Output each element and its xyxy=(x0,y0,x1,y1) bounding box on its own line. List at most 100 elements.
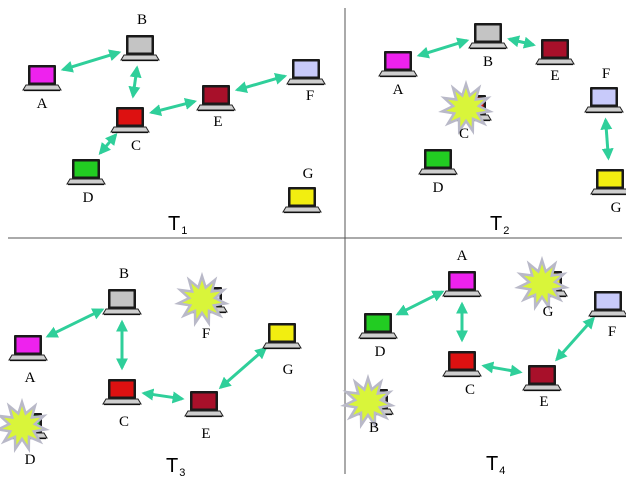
node-g: G xyxy=(590,169,626,216)
node-d: D xyxy=(66,159,106,206)
node-label: A xyxy=(25,370,36,386)
failure-burst-icon xyxy=(0,397,50,453)
panel-title-letter: T xyxy=(490,213,502,235)
laptop-screen xyxy=(366,315,390,331)
laptop-icon xyxy=(184,391,224,418)
laptop-screen xyxy=(128,37,152,53)
laptop-screen xyxy=(16,337,40,353)
laptop-icon xyxy=(535,39,575,66)
laptop-screen xyxy=(596,293,620,309)
node-label: B xyxy=(369,420,379,436)
node-c: C xyxy=(442,351,482,398)
laptop-screen xyxy=(543,41,567,57)
node-g: G xyxy=(514,255,570,320)
laptop-screen xyxy=(192,393,216,409)
node-label: A xyxy=(37,96,48,112)
link-c-e xyxy=(148,98,198,116)
node-label: B xyxy=(137,12,147,28)
link-group xyxy=(45,308,268,404)
laptop-screen xyxy=(30,67,54,83)
link-d-a xyxy=(395,290,445,316)
node-label: E xyxy=(201,426,210,442)
node-label: A xyxy=(393,82,404,98)
node-label: D xyxy=(375,344,386,360)
laptop-icon xyxy=(588,291,626,318)
failure-burst-icon xyxy=(340,373,396,429)
link-a-b xyxy=(416,37,470,59)
node-label: G xyxy=(543,304,554,320)
node-a: A xyxy=(378,51,418,98)
node-a: A xyxy=(442,248,482,298)
link-a-b xyxy=(60,49,122,73)
panel-title-letter: T xyxy=(486,453,498,475)
laptop-icon xyxy=(282,187,322,214)
node-b: B xyxy=(102,266,142,316)
node-label: B xyxy=(119,266,129,282)
laptop-icon xyxy=(262,323,302,350)
laptop-icon xyxy=(418,149,458,176)
node-e: E xyxy=(535,39,575,84)
panel-title-subscript: 1 xyxy=(181,225,187,237)
node-label: C xyxy=(459,126,469,142)
node-a: A xyxy=(22,65,62,112)
node-d: D xyxy=(418,149,458,196)
panel-title-subscript: 2 xyxy=(503,225,509,237)
link-e-f xyxy=(234,73,288,93)
laptop-screen xyxy=(110,381,134,397)
node-a: A xyxy=(8,335,48,386)
node-g: G xyxy=(282,166,322,214)
node-label: E xyxy=(213,114,222,130)
node-label: G xyxy=(611,200,622,216)
link-a-b xyxy=(45,308,105,338)
node-label: C xyxy=(119,414,129,430)
node-label: C xyxy=(131,138,141,154)
link-c-e xyxy=(481,361,523,377)
panel-title-subscript: 3 xyxy=(179,467,185,478)
link-group xyxy=(395,290,595,377)
laptop-icon xyxy=(378,51,418,78)
laptop-screen xyxy=(294,61,318,77)
node-e: E xyxy=(196,85,236,130)
laptop-icon xyxy=(584,87,624,114)
link-f-g xyxy=(600,117,614,161)
laptop-screen xyxy=(290,189,314,205)
laptop-icon xyxy=(120,35,160,62)
laptop-screen xyxy=(598,171,622,187)
panel-t1: A B C D E F G T1 xyxy=(22,12,326,237)
laptop-screen xyxy=(426,151,450,167)
laptop-icon xyxy=(442,271,482,298)
link-e-g xyxy=(218,346,268,390)
node-label: C xyxy=(465,382,475,398)
laptop-screen xyxy=(476,25,500,41)
node-g: G xyxy=(262,323,302,378)
failure-burst-icon xyxy=(438,79,494,135)
laptop-screen xyxy=(204,87,228,103)
panel-title-letter: T xyxy=(168,213,180,235)
laptop-icon xyxy=(110,107,150,134)
laptop-icon xyxy=(442,351,482,378)
laptop-screen xyxy=(386,53,410,69)
laptop-screen xyxy=(450,353,474,369)
laptop-icon xyxy=(468,23,508,50)
panel-title: T3 xyxy=(166,455,185,478)
link-group xyxy=(60,49,288,156)
node-f: F xyxy=(286,59,326,104)
node-b: B xyxy=(468,23,508,70)
link-group xyxy=(416,35,614,161)
laptop-screen xyxy=(110,291,134,307)
link-b-c xyxy=(128,65,142,99)
node-label: F xyxy=(602,66,610,82)
laptop-screen xyxy=(270,325,294,341)
laptop-screen xyxy=(74,161,98,177)
laptop-icon xyxy=(358,313,398,340)
link-c-d xyxy=(98,132,118,156)
node-c: C xyxy=(438,79,494,142)
failure-burst-icon xyxy=(174,271,230,327)
panel-t2: A BE F CD G T2 xyxy=(378,23,626,237)
node-label: A xyxy=(457,248,468,264)
node-c: C xyxy=(110,107,150,154)
panel-title: T1 xyxy=(168,213,187,237)
